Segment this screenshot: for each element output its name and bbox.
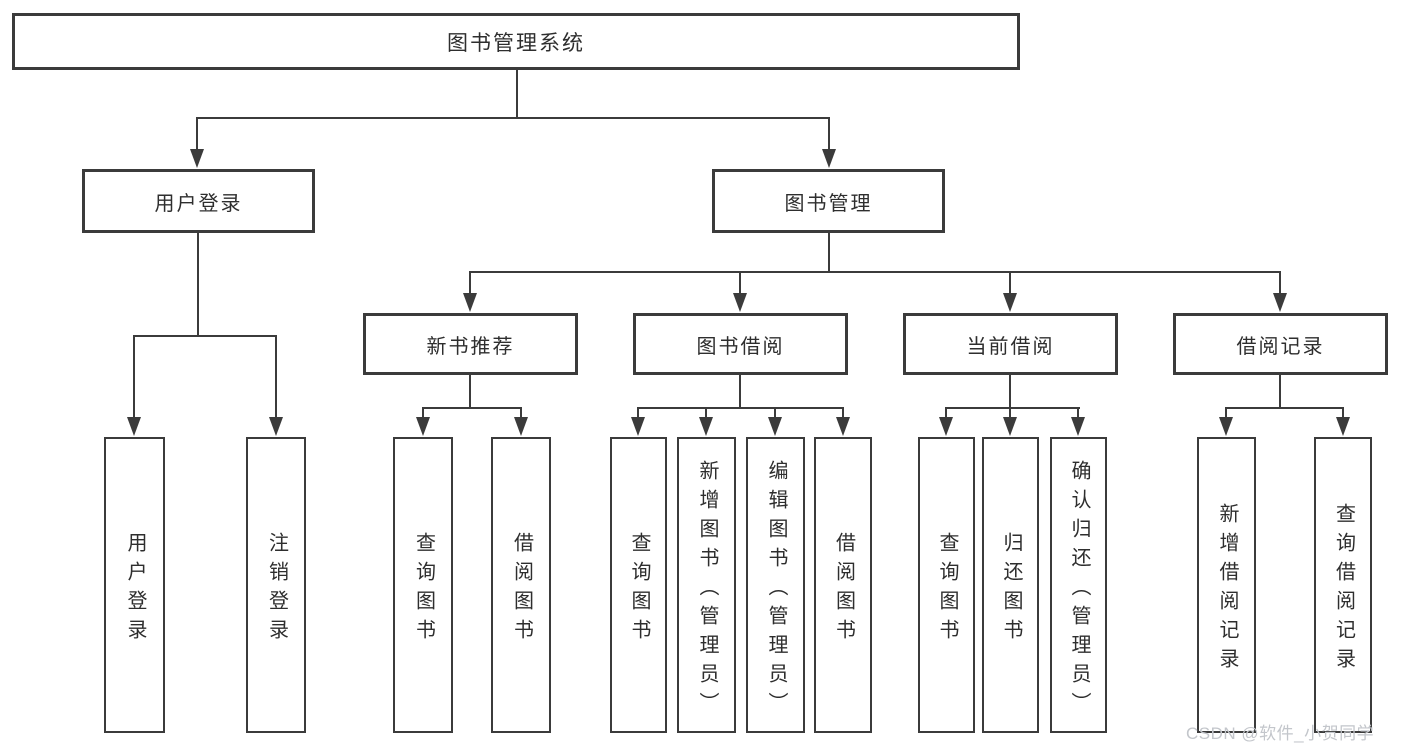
connector-stub (842, 407, 844, 421)
node-label: 图书管理系统 (447, 31, 585, 55)
connector-to-leaf-login (133, 335, 135, 419)
arrowhead-to-leaf-query-book-1 (416, 417, 430, 436)
leaf-edit-book-admin: 编辑图书（管理员） (746, 437, 805, 733)
connector-book-borrow-split (637, 407, 844, 409)
leaf-logout: 注销登录 (246, 437, 306, 733)
leaf-label: 确认归还（管理员） (1068, 459, 1090, 721)
connector-stub (705, 407, 707, 421)
connector-stub (945, 407, 947, 421)
leaf-label: 查询图书 (628, 532, 650, 648)
node-label: 新书推荐 (426, 335, 515, 358)
arrowhead-to-book-management (822, 149, 836, 168)
connector-to-new-book (469, 271, 471, 296)
arrowhead-to-leaf-add-book (699, 417, 713, 436)
arrowhead-to-leaf-login (127, 417, 141, 436)
node-current-borrow: 当前借阅 (903, 313, 1118, 375)
connector-to-borrow-records (1279, 271, 1281, 296)
connector-user-login-stem (197, 233, 199, 336)
connector-current-borrow-split (945, 407, 1080, 409)
node-borrow-records: 借阅记录 (1173, 313, 1388, 375)
arrowhead-to-leaf-borrow-book-1 (514, 417, 528, 436)
connector-root-split (196, 117, 830, 119)
node-user-login: 用户登录 (82, 169, 315, 233)
leaf-label: 查询图书 (412, 532, 435, 648)
connector-stub (637, 407, 639, 421)
node-root-library-system: 图书管理系统 (12, 13, 1020, 70)
connector-stub (1009, 407, 1011, 421)
node-book-borrow: 图书借阅 (633, 313, 848, 375)
connector-to-book-management (828, 117, 830, 153)
leaf-label: 借阅图书 (832, 532, 855, 648)
leaf-borrow-book: 借阅图书 (814, 437, 872, 733)
arrowhead-to-new-book (463, 293, 477, 312)
connector-borrow-records-split (1225, 407, 1344, 409)
arrowhead-to-leaf-query-book-3 (939, 417, 953, 436)
node-label: 图书管理 (784, 192, 873, 215)
arrowhead-to-leaf-query-book-2 (631, 417, 645, 436)
connector-new-book-split (422, 407, 522, 409)
arrowhead-to-borrow-records (1273, 293, 1287, 312)
arrowhead-to-leaf-add-record (1219, 417, 1233, 436)
leaf-label: 查询图书 (936, 532, 958, 648)
arrowhead-to-book-borrow (733, 293, 747, 312)
leaf-label: 借阅图书 (510, 532, 533, 648)
connector-stub (1342, 407, 1344, 421)
leaf-query-borrow-record: 查询借阅记录 (1314, 437, 1372, 733)
connector-new-book-stem (469, 375, 471, 408)
node-label: 图书借阅 (696, 335, 785, 358)
connector-to-user-login (196, 117, 198, 153)
leaf-label: 新增借阅记录 (1216, 503, 1238, 677)
connector-stub (774, 407, 776, 421)
arrowhead-to-leaf-confirm-return (1071, 417, 1085, 436)
arrowhead-to-leaf-query-record (1336, 417, 1350, 436)
csdn-watermark: CSDN @软件_小贺同学 (1186, 724, 1375, 743)
node-label: 当前借阅 (966, 335, 1055, 358)
connector-stub (1077, 407, 1079, 421)
arrowhead-to-leaf-return-book (1003, 417, 1017, 436)
leaf-query-book-current: 查询图书 (918, 437, 975, 733)
leaf-label: 归还图书 (1000, 532, 1022, 648)
connector-book-management-split (469, 271, 1281, 273)
connector-to-leaf-logout (275, 335, 277, 419)
arrowhead-to-user-login (190, 149, 204, 168)
connector-current-borrow-stem (1009, 375, 1011, 408)
leaf-label: 新增图书（管理员） (696, 459, 718, 721)
connector-book-borrow-stem (739, 375, 741, 408)
connector-user-login-split (133, 335, 277, 337)
connector-borrow-records-stem (1279, 375, 1281, 408)
leaf-borrow-book-recommend: 借阅图书 (491, 437, 551, 733)
leaf-confirm-return-admin: 确认归还（管理员） (1050, 437, 1107, 733)
node-label: 借阅记录 (1236, 335, 1325, 358)
leaf-query-book-recommend: 查询图书 (393, 437, 453, 733)
leaf-label: 注销登录 (265, 532, 288, 648)
arrowhead-to-current-borrow (1003, 293, 1017, 312)
leaf-label: 查询借阅记录 (1332, 503, 1355, 677)
connector-stub (520, 407, 522, 421)
leaf-return-book: 归还图书 (982, 437, 1039, 733)
leaf-label: 用户登录 (124, 532, 146, 648)
leaf-label: 编辑图书（管理员） (765, 459, 787, 721)
leaf-query-book-borrow: 查询图书 (610, 437, 667, 733)
connector-root-stem (516, 70, 518, 118)
connector-stub (422, 407, 424, 421)
leaf-user-login: 用户登录 (104, 437, 165, 733)
leaf-add-borrow-record: 新增借阅记录 (1197, 437, 1256, 733)
connector-stub (1225, 407, 1227, 421)
node-new-book-recommend: 新书推荐 (363, 313, 578, 375)
connector-to-current-borrow (1009, 271, 1011, 296)
node-book-management: 图书管理 (712, 169, 945, 233)
connector-book-management-stem (828, 233, 830, 272)
leaf-add-book-admin: 新增图书（管理员） (677, 437, 736, 733)
arrowhead-to-leaf-logout (269, 417, 283, 436)
node-label: 用户登录 (154, 192, 243, 215)
connector-to-book-borrow (739, 271, 741, 296)
arrowhead-to-leaf-borrow-book-2 (836, 417, 850, 436)
arrowhead-to-leaf-edit-book (768, 417, 782, 436)
